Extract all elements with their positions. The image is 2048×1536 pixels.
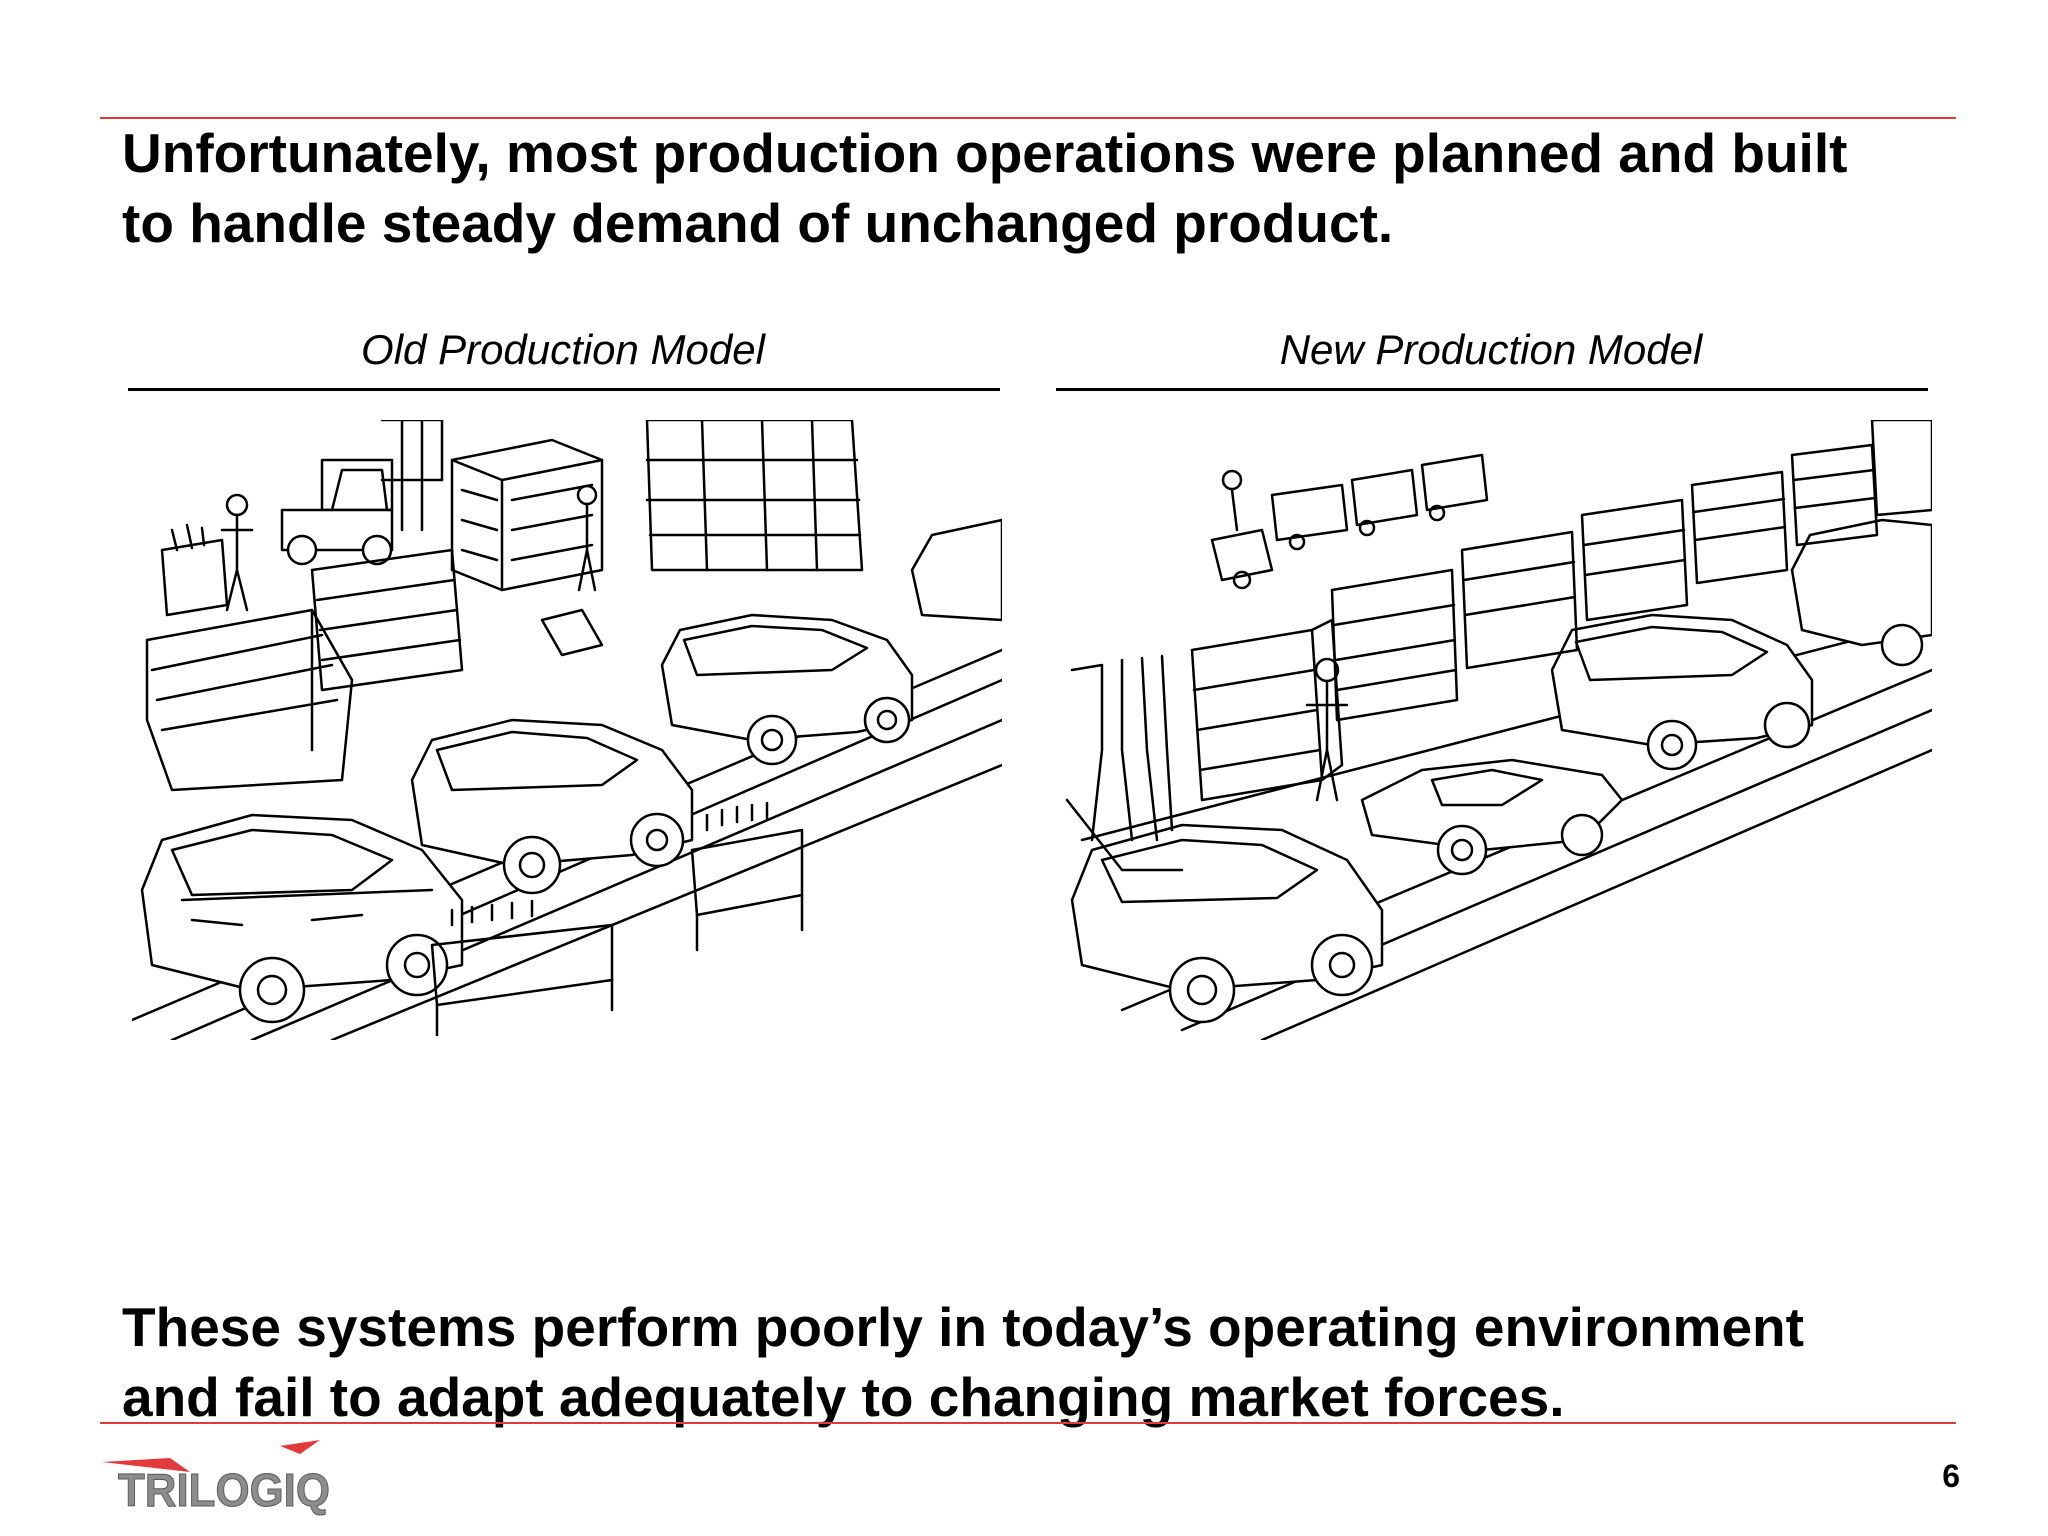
bin-cart-icon [690, 801, 804, 952]
sports-car-icon [1360, 758, 1624, 876]
logo-wordmark: TRILOGIQ [118, 1464, 330, 1516]
tugger-train-icon [1210, 453, 1489, 590]
trilogiq-logo: TRILOGIQ [102, 1440, 331, 1517]
forklift-icon [280, 420, 444, 566]
flex-cart-icon [1790, 443, 1879, 547]
new-assembly-line-illustration [1065, 420, 1932, 1040]
flex-cart-icon [1330, 568, 1459, 722]
tote-rack-icon [430, 899, 614, 1037]
car-back-icon [1790, 518, 1932, 667]
bottom-divider [100, 1422, 1956, 1424]
flex-cart-icon [1190, 618, 1344, 802]
flow-rack-icon [145, 608, 354, 792]
tall-rack-icon [645, 420, 864, 572]
slide-headline: Unfortunately, most production operation… [122, 118, 1847, 258]
headline-line-2: to handle steady demand of unchanged pro… [122, 192, 1394, 254]
parts-bin-icon [160, 523, 229, 617]
worker-icon [220, 493, 254, 612]
worker-icon [1305, 657, 1349, 802]
old-assembly-line-illustration [132, 420, 1002, 1040]
top-divider [100, 117, 1956, 119]
conclusion-line-2: and fail to adapt adequately to changing… [122, 1366, 1565, 1428]
shelf-rack-icon [310, 548, 464, 692]
logo-swoosh-icon [102, 1458, 190, 1472]
flex-cart-icon [1580, 498, 1689, 622]
new-model-caption: New Production Model [1279, 326, 1703, 373]
flex-cart-icon [1690, 470, 1789, 585]
crate-stack-icon [450, 438, 604, 592]
car-middle-icon [1550, 613, 1814, 771]
old-model-underline [128, 388, 1000, 391]
car-back-icon [660, 613, 914, 766]
car-middle-icon [410, 718, 694, 895]
car-front-icon [140, 813, 464, 1024]
new-model-underline [1056, 388, 1928, 391]
car-front-icon [1070, 823, 1384, 1024]
old-model-caption: Old Production Model [361, 326, 765, 373]
conclusion-line-1: These systems perform poorly in today’s … [122, 1296, 1804, 1358]
headline-line-1: Unfortunately, most production operation… [122, 122, 1848, 184]
slide-conclusion: These systems perform poorly in today’s … [122, 1292, 1804, 1432]
flex-cart-icon [1460, 530, 1579, 670]
air-tool-icon [1065, 654, 1184, 872]
page-number: 6 [1942, 1458, 1960, 1494]
